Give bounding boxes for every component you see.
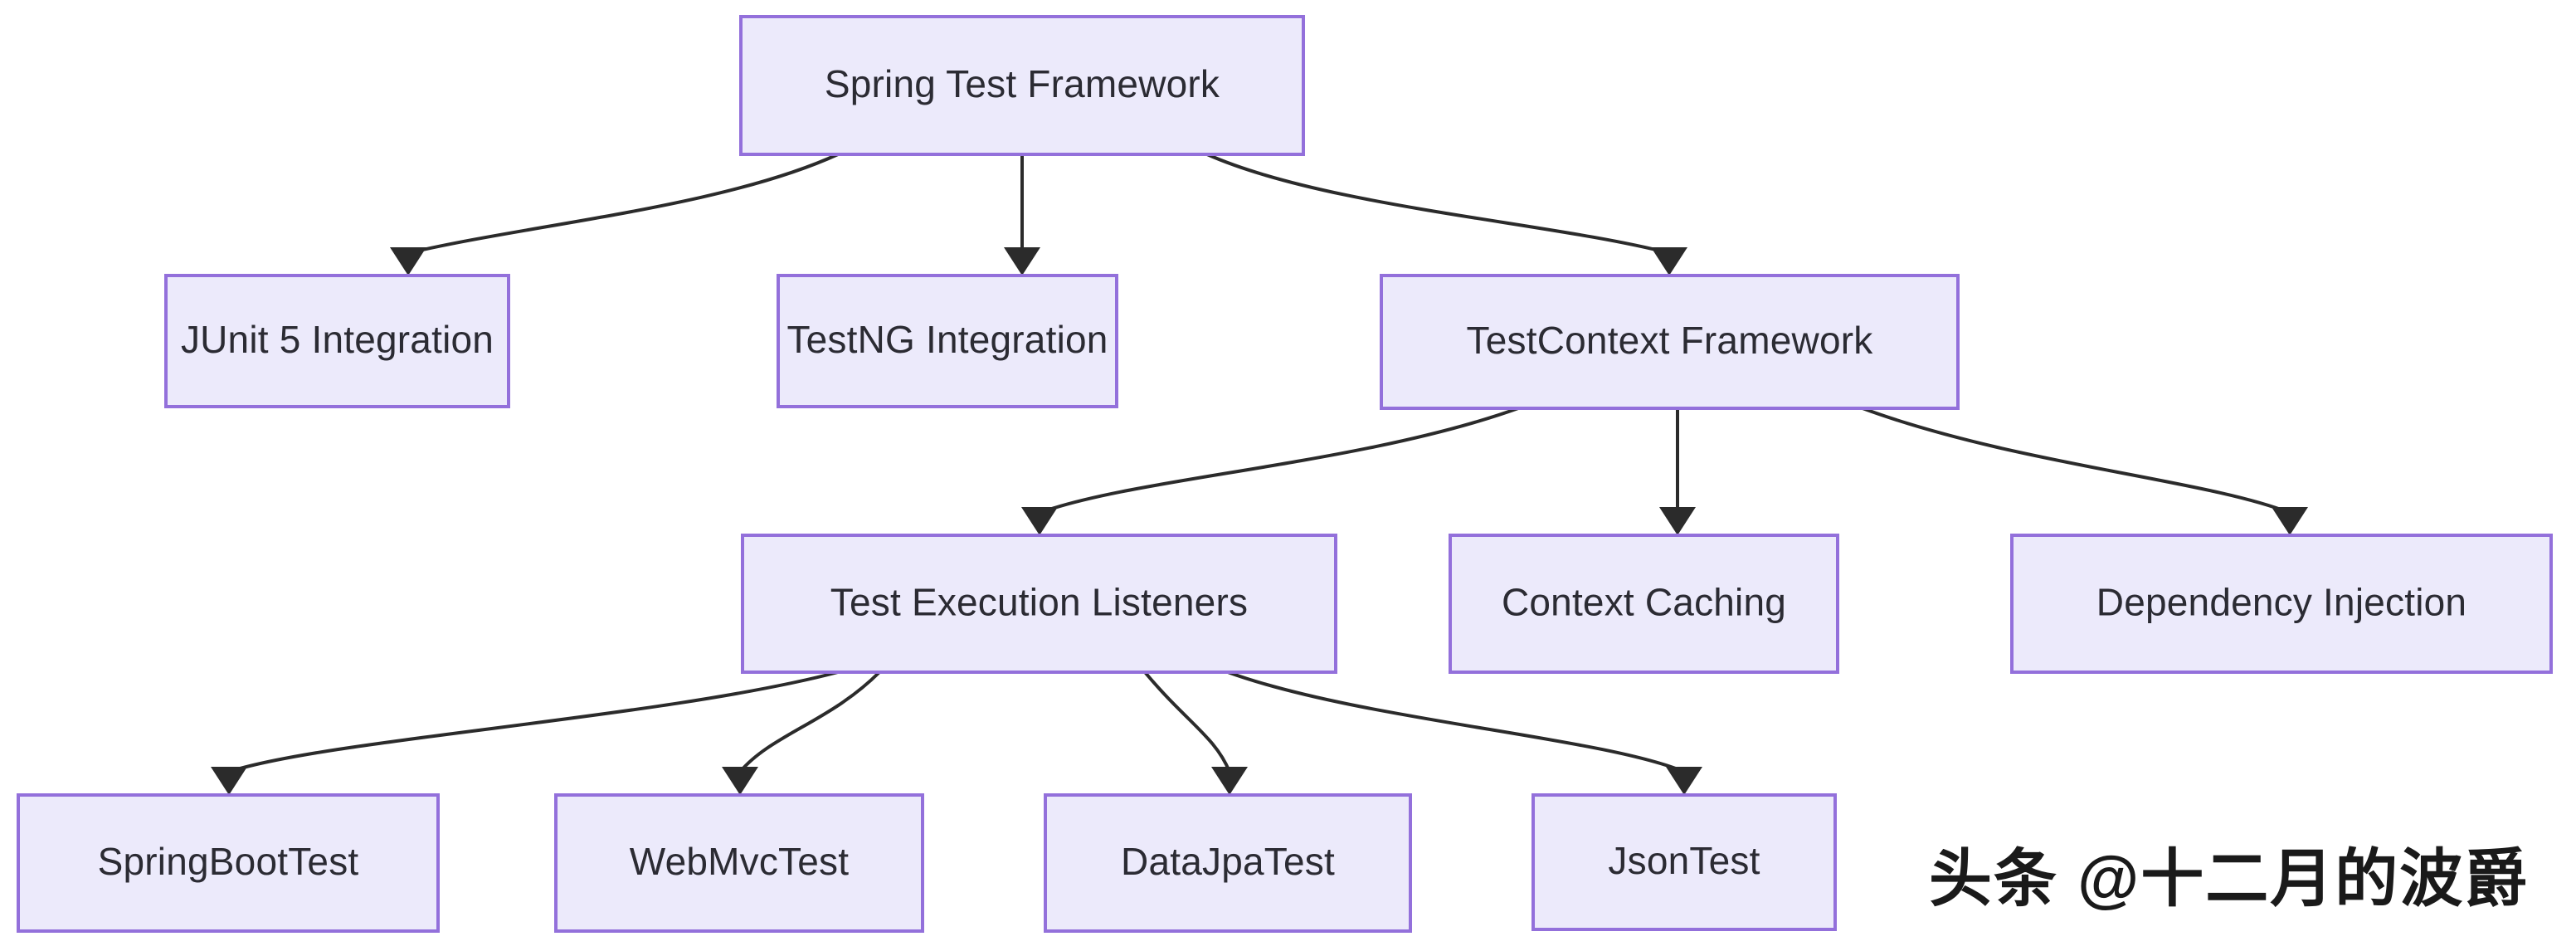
arrow-head-icon [2272, 507, 2308, 535]
arrow-head-icon [1021, 507, 1058, 535]
edge-testcontext-framework-to-dependency-injection [1862, 407, 2308, 535]
node-datajpatest[interactable]: DataJpaTest [1044, 793, 1412, 933]
node-dependency-injection[interactable]: Dependency Injection [2010, 534, 2553, 674]
edge-line [738, 671, 881, 773]
node-jsontest[interactable]: JsonTest [1531, 793, 1837, 931]
arrow-head-icon [1004, 247, 1040, 276]
node-box[interactable] [2010, 534, 2553, 674]
node-label: JUnit 5 Integration [181, 318, 494, 361]
node-label: DataJpaTest [1121, 840, 1335, 883]
node-box[interactable] [17, 793, 440, 933]
node-box[interactable] [739, 15, 1305, 156]
node-label: WebMvcTest [630, 840, 849, 883]
edge-testcontext-framework-to-test-execution-listeners [1021, 407, 1519, 535]
node-box[interactable] [1044, 793, 1412, 933]
edge-line [1862, 407, 2291, 515]
node-box[interactable] [1380, 274, 1960, 410]
arrow-head-icon [722, 767, 758, 795]
edge-line [1143, 671, 1231, 773]
edge-line [1039, 407, 1519, 515]
node-box[interactable] [741, 534, 1337, 674]
node-label: JsonTest [1608, 839, 1760, 882]
edge-test-execution-listeners-to-jsontest [1227, 671, 1702, 795]
node-box[interactable] [777, 274, 1118, 408]
edges-layer [211, 153, 2308, 795]
edge-test-execution-listeners-to-datajpatest [1143, 671, 1248, 795]
node-label: Spring Test Framework [825, 62, 1220, 105]
edge-test-execution-listeners-to-webmvctest [722, 671, 881, 795]
node-label: TestContext Framework [1467, 319, 1874, 362]
node-context-caching[interactable]: Context Caching [1449, 534, 1839, 674]
node-label: Context Caching [1502, 581, 1786, 624]
node-box[interactable] [1531, 793, 1837, 931]
node-testcontext-framework[interactable]: TestContext Framework [1380, 274, 1960, 410]
edge-spring-test-framework-to-testcontext-framework [1206, 153, 1687, 276]
edge-line [228, 671, 839, 773]
node-label: Test Execution Listeners [830, 581, 1248, 624]
arrow-head-icon [1651, 247, 1687, 276]
watermark-label: 头条 @十二月的波爵 [1929, 844, 2530, 914]
node-test-execution-listeners[interactable]: Test Execution Listeners [741, 534, 1337, 674]
node-springboottest[interactable]: SpringBootTest [17, 793, 440, 933]
edge-spring-test-framework-to-testng-integration [1004, 154, 1040, 276]
node-junit5-integration[interactable]: JUnit 5 Integration [164, 274, 510, 408]
node-webmvctest[interactable]: WebMvcTest [554, 793, 924, 933]
edge-test-execution-listeners-to-springboottest [211, 671, 839, 795]
node-box[interactable] [554, 793, 924, 933]
arrow-head-icon [1666, 767, 1702, 795]
node-box[interactable] [164, 274, 510, 408]
edge-spring-test-framework-to-junit5-integration [390, 153, 839, 276]
arrow-head-icon [1659, 507, 1696, 535]
node-label: TestNG Integration [786, 318, 1108, 361]
edge-line [407, 153, 839, 255]
node-label: Dependency Injection [2096, 581, 2466, 624]
edge-testcontext-framework-to-context-caching [1659, 408, 1696, 535]
node-box[interactable] [1449, 534, 1839, 674]
edge-line [1206, 153, 1670, 255]
node-label: SpringBootTest [98, 840, 359, 883]
arrow-head-icon [211, 767, 247, 795]
arrow-head-icon [1211, 767, 1248, 795]
node-testng-integration[interactable]: TestNG Integration [777, 274, 1118, 408]
node-spring-test-framework[interactable]: Spring Test Framework [739, 15, 1305, 156]
arrow-head-icon [390, 247, 426, 276]
edge-line [1227, 671, 1685, 773]
